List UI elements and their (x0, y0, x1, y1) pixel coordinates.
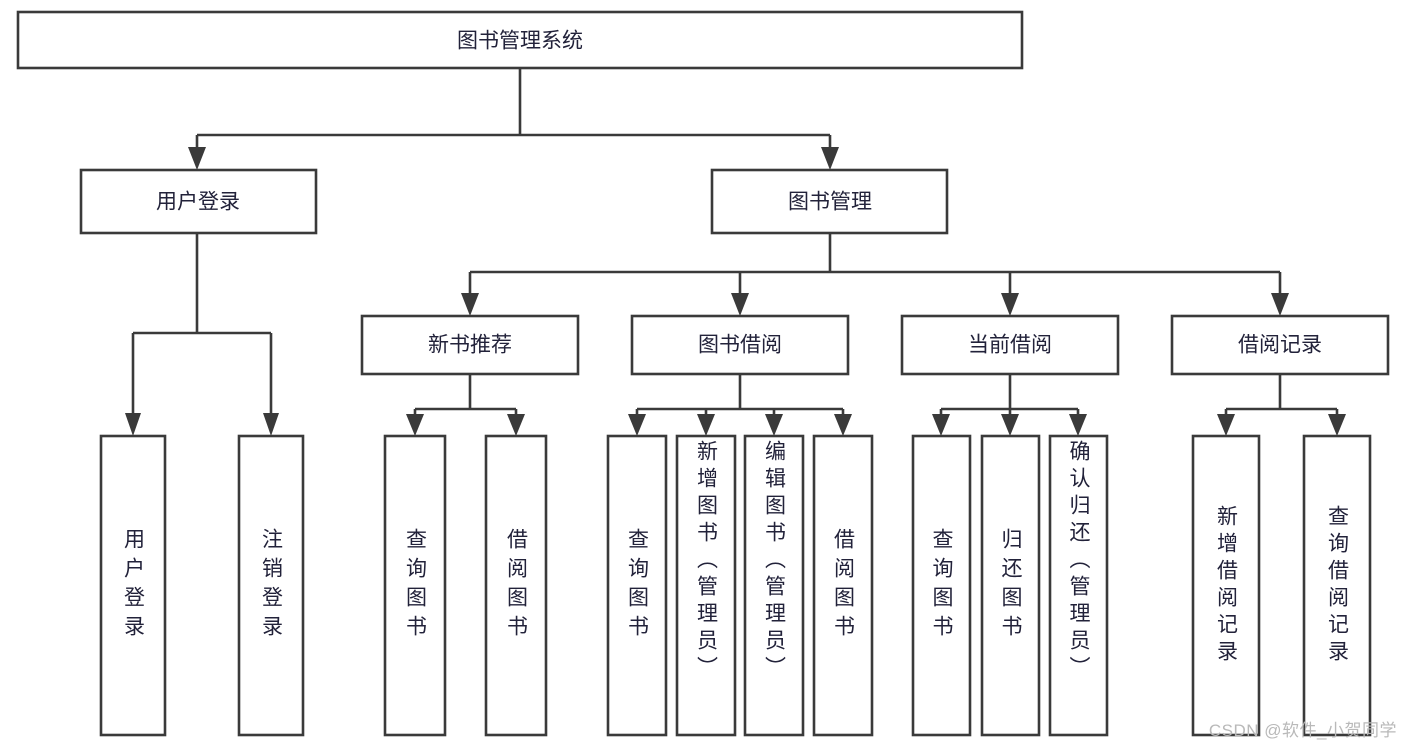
node-l4-confirm-return-box[interactable] (1048, 434, 1109, 737)
arrow-to-query-book-b (628, 414, 646, 436)
node-l4-confirm-return-label: 确认归还（管理员） (1067, 440, 1090, 683)
node-l4-query-book-b-box[interactable] (606, 434, 668, 737)
node-l4-query-book-a-label: 查询图书 (403, 527, 427, 644)
node-book-manage[interactable]: 图书管理 (710, 168, 949, 235)
node-l4-logout-login-label: 注销登录 (259, 527, 283, 644)
leaf-box-layer (99, 434, 1372, 737)
node-new-book-rec-label: 新书推荐 (428, 334, 512, 357)
node-current-borrow-box[interactable] (900, 314, 1120, 376)
node-user-login-box[interactable] (79, 168, 318, 235)
node-l4-query-record-box[interactable] (1302, 434, 1372, 737)
arrow-to-current-borrow (1001, 293, 1019, 316)
arrow-to-confirm-return (1069, 414, 1087, 436)
node-current-borrow[interactable]: 当前借阅 (900, 314, 1120, 376)
node-borrow-record-box[interactable] (1170, 314, 1390, 376)
arrow-to-add-book (697, 414, 715, 436)
node-book-borrow-box[interactable] (630, 314, 850, 376)
node-borrow-record-label: 借阅记录 (1238, 334, 1322, 357)
arrow-to-query-book-c (932, 414, 950, 436)
arrow-to-book-manage (821, 147, 839, 170)
node-l4-borrow-book-a-box[interactable] (484, 434, 548, 737)
node-user-login-label: 用户登录 (156, 191, 240, 214)
arrow-to-add-record (1217, 414, 1235, 436)
node-user-login[interactable]: 用户登录 (79, 168, 318, 235)
node-l4-return-book-label: 归还图书 (999, 527, 1022, 644)
arrow-to-new-book-rec (461, 293, 479, 316)
node-l4-add-record-label: 新增借阅记录 (1214, 504, 1238, 667)
node-borrow-record[interactable]: 借阅记录 (1170, 314, 1390, 376)
node-l4-edit-book-label: 编辑图书（管理员） (762, 440, 786, 683)
node-l4-user-login-label: 用户登录 (121, 527, 145, 644)
arrow-to-borrow-book-b (834, 414, 852, 436)
node-new-book-rec[interactable]: 新书推荐 (360, 314, 580, 376)
node-l4-logout-login-box[interactable] (237, 434, 305, 737)
node-l4-borrow-book-a-label: 借阅图书 (504, 527, 528, 644)
arrow-to-borrow-record (1271, 293, 1289, 316)
node-l4-borrow-book-b-label: 借阅图书 (831, 527, 855, 644)
node-l4-query-book-b-label: 查询图书 (625, 527, 649, 644)
node-root-box[interactable] (16, 10, 1024, 70)
watermark: CSDN @软件_小贺同学 (1208, 721, 1397, 740)
node-book-borrow-label: 图书借阅 (698, 334, 782, 357)
arrow-to-query-book-a (406, 414, 424, 436)
arrow-to-l4-logout-login (263, 413, 279, 436)
arrow-to-edit-book (765, 414, 783, 436)
edge-layer (125, 68, 1346, 436)
arrow-to-borrow-book-a (507, 414, 525, 436)
arrow-to-return-book (1001, 414, 1019, 436)
node-book-manage-box[interactable] (710, 168, 949, 235)
node-l4-query-book-c-label: 查询图书 (930, 527, 953, 644)
node-new-book-rec-box[interactable] (360, 314, 580, 376)
node-l4-edit-book-box[interactable] (743, 434, 805, 737)
node-l4-query-record-label: 查询借阅记录 (1325, 504, 1349, 667)
arrow-to-query-record (1328, 414, 1346, 436)
node-book-borrow[interactable]: 图书借阅 (630, 314, 850, 376)
node-root-label: 图书管理系统 (457, 30, 583, 53)
node-root[interactable]: 图书管理系统 (16, 10, 1024, 70)
node-book-manage-label: 图书管理 (788, 191, 872, 214)
node-l4-query-book-c-box[interactable] (911, 434, 972, 737)
node-l4-user-login-box[interactable] (99, 434, 167, 737)
node-l4-borrow-book-b-box[interactable] (812, 434, 874, 737)
node-l4-query-book-a-box[interactable] (383, 434, 447, 737)
arrow-to-user-login (188, 147, 206, 170)
arrow-to-book-borrow (731, 293, 749, 316)
node-l4-add-book-box[interactable] (675, 434, 737, 737)
arrow-to-l4-user-login (125, 413, 141, 436)
node-l4-add-record-box[interactable] (1191, 434, 1261, 737)
node-l4-add-book-label: 新增图书（管理员） (694, 440, 718, 683)
node-current-borrow-label: 当前借阅 (968, 334, 1052, 357)
node-l4-return-book-box[interactable] (980, 434, 1041, 737)
